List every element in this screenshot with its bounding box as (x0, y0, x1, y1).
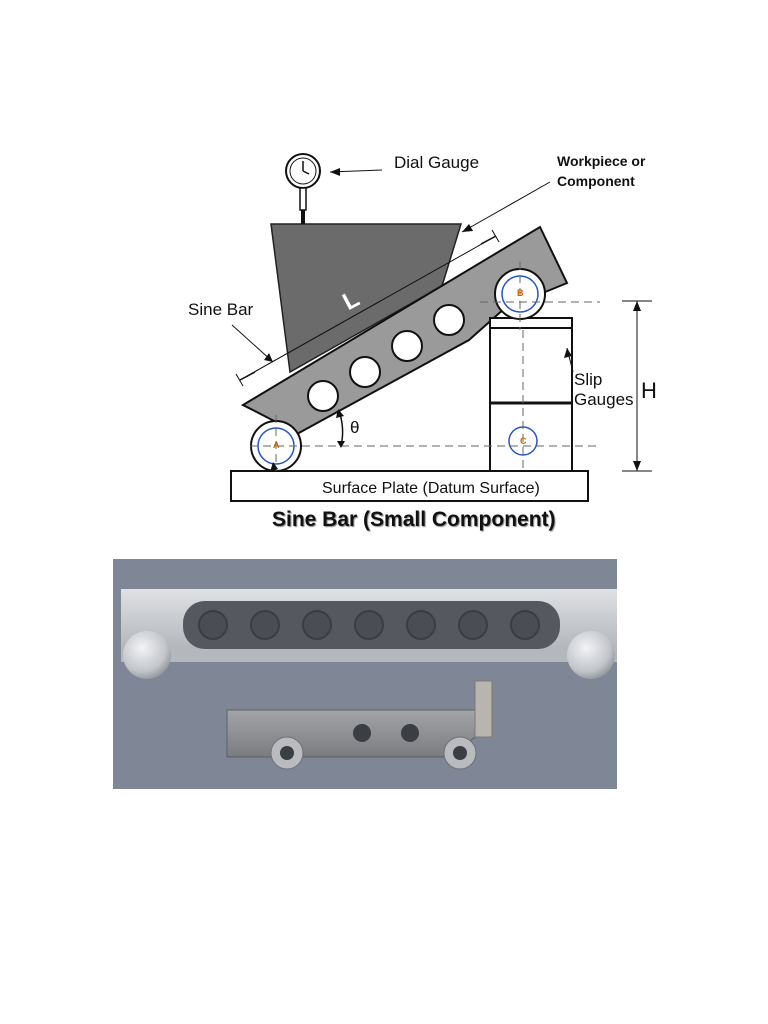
large-bar-hole (198, 610, 228, 640)
large-bar-hole (250, 610, 280, 640)
workpiece-label: Workpiece or (557, 153, 646, 169)
small-sine-bar (226, 709, 476, 758)
slip-gauge-stack (489, 317, 573, 472)
small-bar-upright (474, 680, 493, 738)
block-c-label: C (520, 436, 527, 446)
small-bar-hole (353, 724, 371, 742)
small-bar-roller-left (270, 736, 304, 770)
large-bar-roller-right (567, 631, 615, 679)
sine-bar-label: Sine Bar (188, 300, 254, 319)
length-dimension (239, 235, 497, 381)
large-bar-hole (458, 610, 488, 640)
small-bar-roller-right (443, 736, 477, 770)
sine-bar-diagram (230, 153, 652, 502)
theta-label: θ (350, 418, 360, 437)
small-bar-hole (401, 724, 419, 742)
gauges-label: Gauges (574, 390, 634, 409)
dial-gauge-label: Dial Gauge (394, 153, 480, 172)
sine-bar-hole (391, 330, 423, 362)
surface-plate-label: Surface Plate (Datum Surface) (322, 480, 540, 497)
sine-bar-photo (113, 559, 617, 789)
large-bar-hole (406, 610, 436, 640)
dial-gauge (285, 153, 321, 224)
sine-bar-hole (433, 304, 465, 336)
large-bar-hole (354, 610, 384, 640)
sine-bar-hole (349, 356, 381, 388)
height-label: H (641, 378, 657, 403)
roller-b-label: B (517, 288, 524, 298)
contact-pointer (270, 462, 278, 472)
sine-bar-holes (307, 304, 465, 412)
slip-label: Slip (574, 370, 603, 389)
large-bar-holes (198, 610, 540, 640)
workpiece-label-line2: Component (557, 173, 635, 189)
large-bar-roller-left (123, 631, 171, 679)
diagram-caption: Sine Bar (Small Component) (272, 508, 556, 531)
large-bar-hole (302, 610, 332, 640)
sine-bar-hole (307, 380, 339, 412)
surface-plate (230, 470, 589, 502)
roller-a-label: A (273, 440, 280, 450)
large-bar-hole (510, 610, 540, 640)
